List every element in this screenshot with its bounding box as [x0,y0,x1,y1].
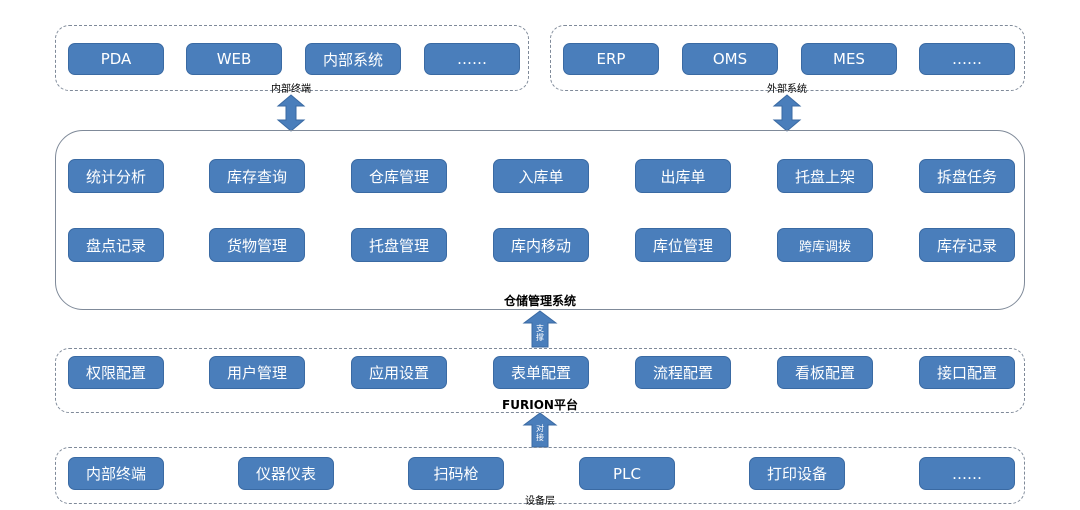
device-item-scanner[interactable]: 扫码枪 [408,457,504,490]
furion-item-form-config[interactable]: 表单配置 [493,356,589,389]
furion-item-flow-config[interactable]: 流程配置 [635,356,731,389]
external-item-erp[interactable]: ERP [563,43,659,75]
wms-item-inner-move[interactable]: 库内移动 [493,228,589,262]
internal-item-web[interactable]: WEB [186,43,282,75]
wms-item-goods-mgmt[interactable]: 货物管理 [209,228,305,262]
wms-item-inventory-record[interactable]: 库存记录 [919,228,1015,262]
double-arrow-icon-left [276,94,306,132]
device-caption: 设备层 [525,496,555,507]
device-item-plc[interactable]: PLC [579,457,675,490]
support-arrow-icon [522,310,558,348]
device-item-internal-terminal[interactable]: 内部终端 [68,457,164,490]
device-item-instruments[interactable]: 仪器仪表 [238,457,334,490]
internal-terminal-caption: 内部终端 [271,84,311,95]
support-arrow-label: 支 撑 [536,324,544,342]
furion-item-api-config[interactable]: 接口配置 [919,356,1015,389]
wms-item-warehouse-mgmt[interactable]: 仓库管理 [351,159,447,193]
wms-group: 统计分析 库存查询 仓库管理 入库单 出库单 托盘上架 拆盘任务 盘点记录 货物… [55,130,1025,310]
furion-item-permission[interactable]: 权限配置 [68,356,164,389]
internal-item-pda[interactable]: PDA [68,43,164,75]
external-item-more[interactable]: …… [919,43,1015,75]
external-system-group: ERP OMS MES …… [550,25,1025,91]
internal-item-system[interactable]: 内部系统 [305,43,401,75]
double-arrow-icon-right [772,94,802,132]
wms-item-inbound[interactable]: 入库单 [493,159,589,193]
furion-item-user-mgmt[interactable]: 用户管理 [209,356,305,389]
external-item-oms[interactable]: OMS [682,43,778,75]
furion-item-app-settings[interactable]: 应用设置 [351,356,447,389]
wms-item-inventory-query[interactable]: 库存查询 [209,159,305,193]
external-system-caption: 外部系统 [767,84,807,95]
internal-terminal-group: PDA WEB 内部系统 …… [55,25,529,91]
wms-item-outbound[interactable]: 出库单 [635,159,731,193]
furion-item-dashboard-config[interactable]: 看板配置 [777,356,873,389]
wms-item-pallet-shelve[interactable]: 托盘上架 [777,159,873,193]
connect-arrow-label: 对 接 [536,424,544,442]
wms-item-pallet-mgmt[interactable]: 托盘管理 [351,228,447,262]
wms-caption: 仓储管理系统 [503,294,577,308]
external-item-mes[interactable]: MES [801,43,897,75]
device-item-more[interactable]: …… [919,457,1015,490]
wms-item-count-record[interactable]: 盘点记录 [68,228,164,262]
wms-item-location-mgmt[interactable]: 库位管理 [635,228,731,262]
wms-item-stats[interactable]: 统计分析 [68,159,164,193]
internal-item-more[interactable]: …… [424,43,520,75]
wms-item-transfer[interactable]: 跨库调拨 [777,228,873,262]
furion-group: 权限配置 用户管理 应用设置 表单配置 流程配置 看板配置 接口配置 [55,348,1025,413]
device-item-printer[interactable]: 打印设备 [749,457,845,490]
wms-item-unpallet-task[interactable]: 拆盘任务 [919,159,1015,193]
furion-caption: FURION平台 [502,398,578,412]
device-group: 内部终端 仪器仪表 扫码枪 PLC 打印设备 …… [55,447,1025,504]
